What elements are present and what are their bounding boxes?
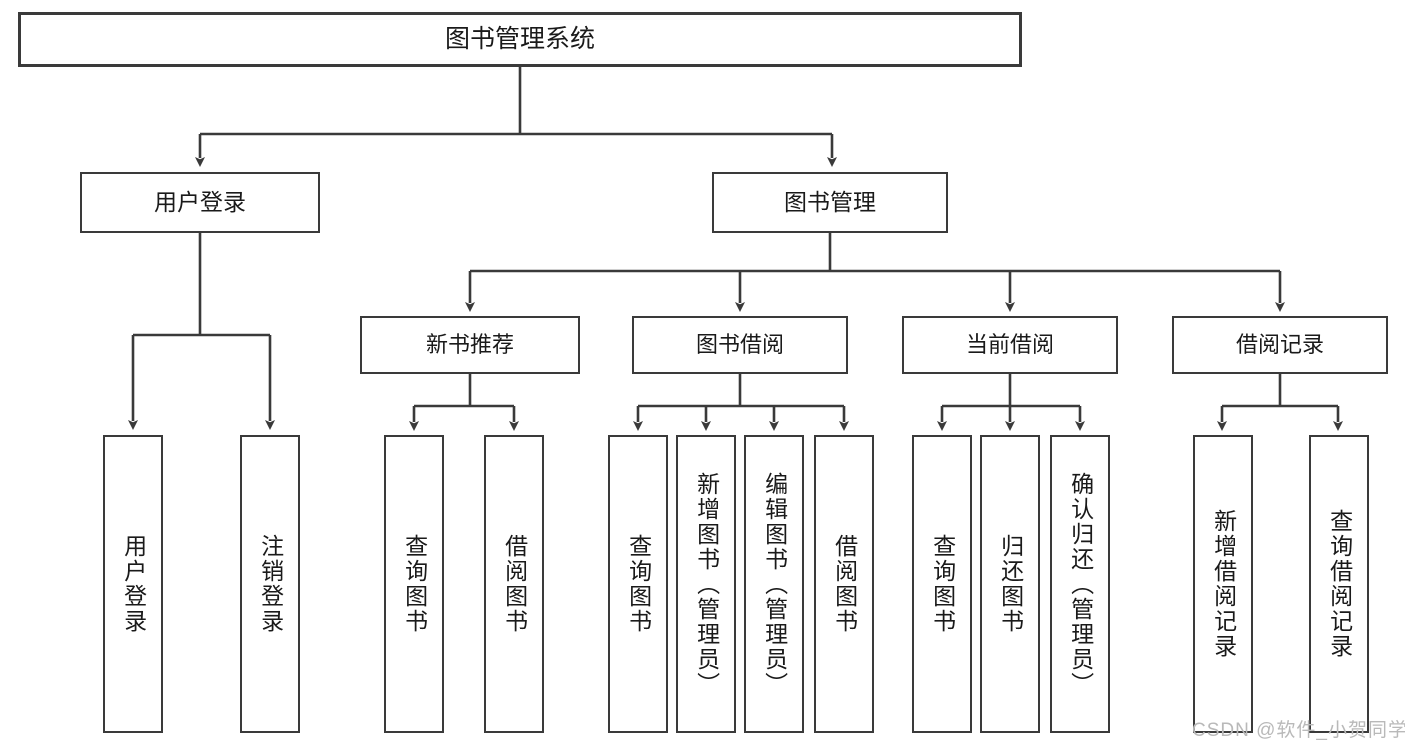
node-new-book-recommend[interactable]: 新书推荐	[360, 316, 580, 374]
node-borrow-record[interactable]: 借阅记录	[1172, 316, 1388, 374]
node-label: 查询图书	[929, 534, 956, 634]
node-label: 图书借阅	[695, 332, 784, 358]
leaf-add-borrow-record[interactable]: 新增借阅记录	[1193, 435, 1253, 733]
node-user-login[interactable]: 用户登录	[80, 172, 320, 233]
node-book-borrow[interactable]: 图书借阅	[632, 316, 848, 374]
node-label: 归还图书	[997, 534, 1024, 634]
node-label: 借阅图书	[831, 534, 858, 634]
node-label: 新增图书（管理员）	[693, 471, 720, 697]
node-label: 新书推荐	[425, 332, 514, 358]
node-current-borrow[interactable]: 当前借阅	[902, 316, 1118, 374]
node-label: 图书管理系统	[444, 24, 595, 53]
leaf-borrow-book[interactable]: 借阅图书	[814, 435, 874, 733]
leaf-query-borrow-record[interactable]: 查询借阅记录	[1309, 435, 1369, 733]
node-label: 借阅记录	[1235, 332, 1324, 358]
node-book-management[interactable]: 图书管理	[712, 172, 948, 233]
leaf-query-book[interactable]: 查询图书	[608, 435, 668, 733]
leaf-edit-book-admin[interactable]: 编辑图书（管理员）	[744, 435, 804, 733]
node-label: 查询图书	[625, 534, 652, 634]
node-label: 图书管理	[784, 188, 876, 215]
node-label: 用户登录	[154, 188, 246, 215]
node-label: 确认归还（管理员）	[1067, 471, 1094, 697]
node-label: 用户登录	[120, 534, 147, 634]
leaf-borrow-book-recommend[interactable]: 借阅图书	[484, 435, 544, 733]
node-root-system[interactable]: 图书管理系统	[18, 12, 1022, 67]
node-label: 编辑图书（管理员）	[761, 471, 788, 697]
leaf-query-book-recommend[interactable]: 查询图书	[384, 435, 444, 733]
node-label: 借阅图书	[501, 534, 528, 634]
node-label: 查询借阅记录	[1326, 509, 1353, 659]
leaf-query-book-current[interactable]: 查询图书	[912, 435, 972, 733]
leaf-add-book-admin[interactable]: 新增图书（管理员）	[676, 435, 736, 733]
watermark-text: CSDN @软件_小贺同学	[1192, 720, 1405, 741]
node-label: 当前借阅	[965, 332, 1054, 358]
node-label: 查询图书	[401, 534, 428, 634]
node-label: 新增借阅记录	[1210, 509, 1237, 659]
leaf-user-logout[interactable]: 注销登录	[240, 435, 300, 733]
node-label: 注销登录	[257, 534, 284, 634]
leaf-return-book[interactable]: 归还图书	[980, 435, 1040, 733]
leaf-user-login[interactable]: 用户登录	[103, 435, 163, 733]
leaf-confirm-return-admin[interactable]: 确认归还（管理员）	[1050, 435, 1110, 733]
